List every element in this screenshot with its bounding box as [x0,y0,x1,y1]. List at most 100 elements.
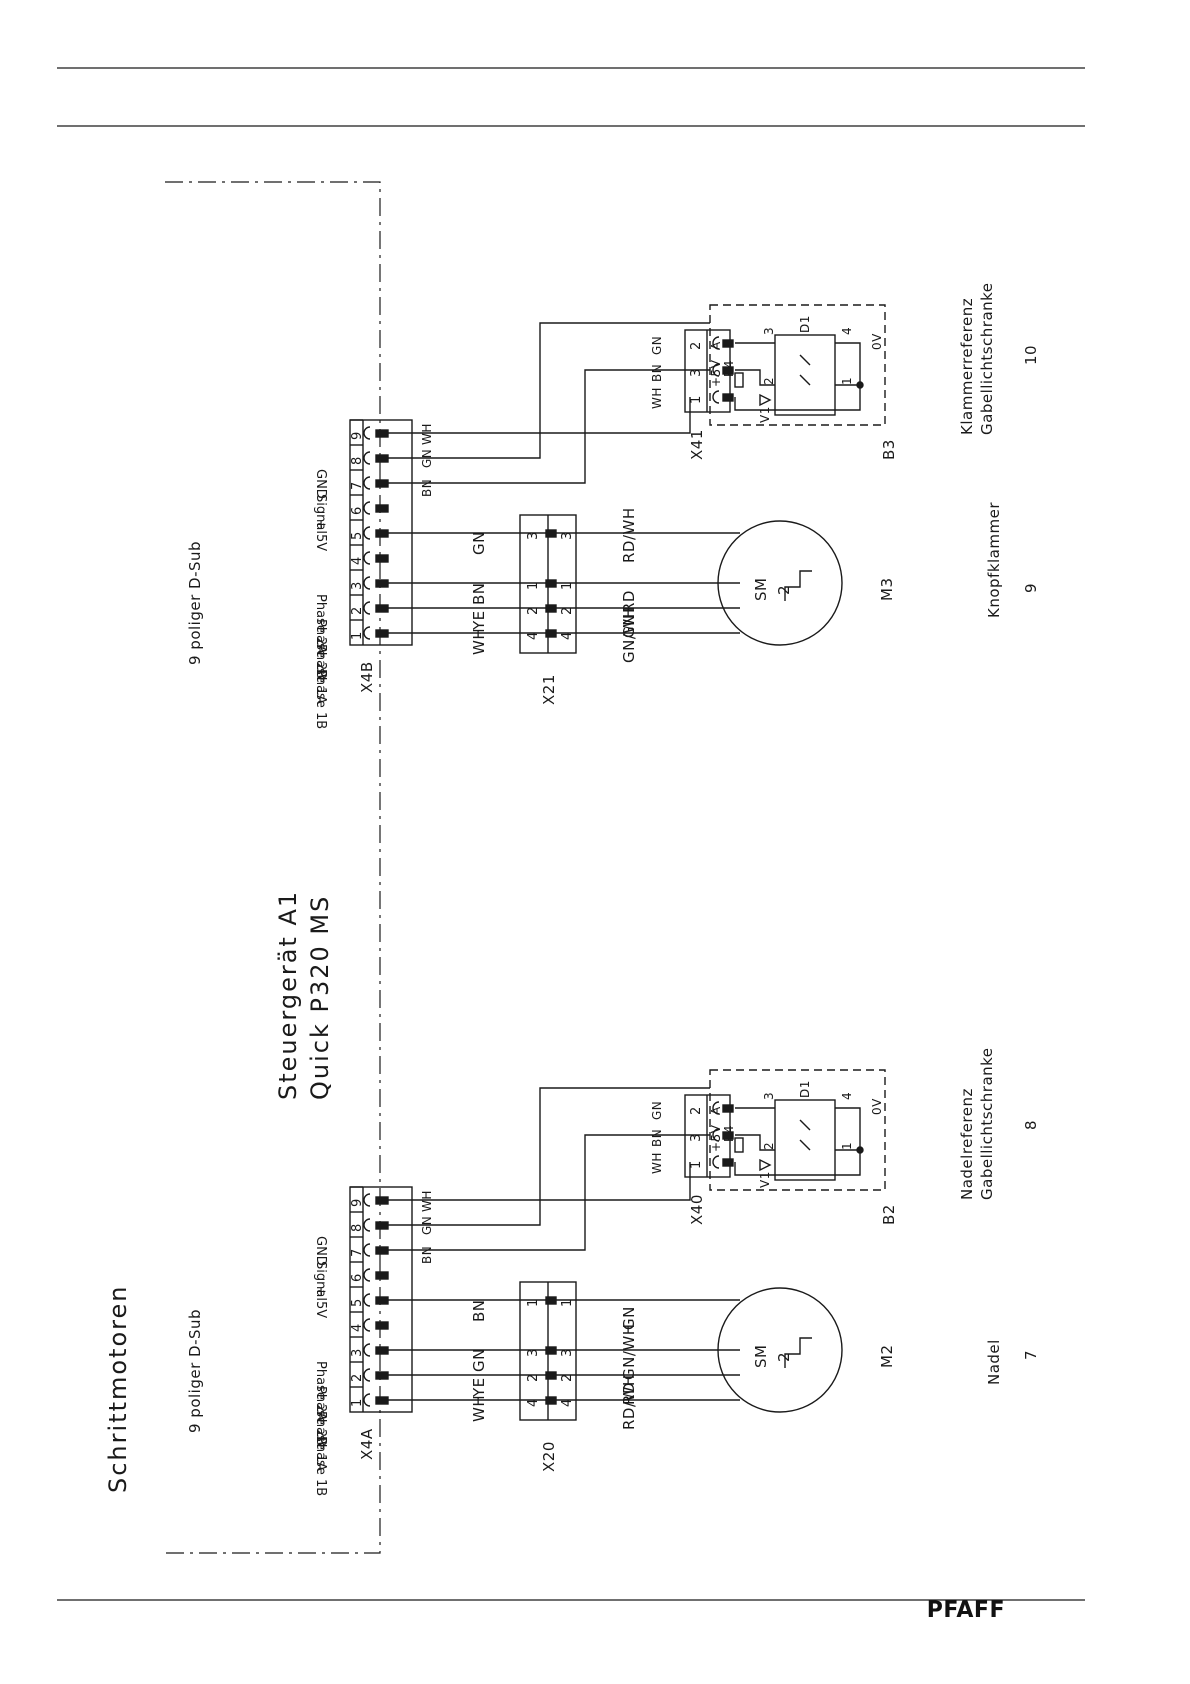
dsub-pin-number: 5 [350,531,365,540]
cable-wire-color: BN [420,478,434,497]
sensor-function-number: 8 [1022,1119,1040,1130]
sensor-plug-label: X41 [688,429,706,460]
sensor-wire-gnd [388,397,691,434]
opto-arrow [799,1119,811,1131]
dsub-pin-number: 2 [350,606,365,615]
dsub-pin-contact [375,629,389,638]
dsub-pin-contact [375,554,389,563]
resistor-r4 [734,1137,744,1153]
sensor-plug-contact [722,1158,734,1167]
brand-logo: PFAFF [926,1598,1005,1623]
sensor-wire-color: WH [650,387,664,409]
sensor-plug-socket [712,1101,720,1115]
dsub-label-a: 9 poliger D-Sub [186,1308,204,1433]
opto-line-0v [835,342,861,386]
motor-symbol-label: SM [752,1344,770,1368]
dsub-pin-number: 8 [350,456,365,465]
function-number: 9 [1022,582,1040,593]
motor-plug-pin-right: 4 [560,1398,575,1407]
coupler-pin-3: 3 [762,1091,776,1100]
motor-plug-pin: 4 [526,631,541,640]
sensor-plug-pin: 1 [689,395,704,404]
motor-plug-pin-right: 3 [560,1348,575,1357]
dsub-signal-label: Signal [313,1261,328,1301]
opto-arrow [799,374,811,386]
stepper-motor-circle [717,520,843,646]
dsub-socket [363,526,371,540]
motor-plug-pin: 1 [526,581,541,590]
function-name: Knopfklammer [985,502,1003,618]
sensor-plug-tag-5v: +5V [709,359,723,387]
cable-wire-color: BN [420,1245,434,1264]
opto-return [734,1150,861,1176]
diode-v1 [759,393,772,407]
coupler-label: D1 [798,1080,812,1098]
dsub-pin-contact [375,1371,389,1380]
motor-plug-pin: 2 [526,606,541,615]
motor-phase-label: 2 [775,584,793,595]
motor-plug-contact [545,1396,557,1405]
opto-line-5v [735,369,775,386]
wire-color-right: RD [620,1382,638,1405]
sensor-wire-color: WH [650,1152,664,1174]
dsub-pin-contact [375,1196,389,1205]
dsub-socket [363,626,371,640]
dsub-socket [363,1343,371,1357]
dsub-signal-label: Signal [313,494,328,534]
sensor-wire-color: GN [650,1100,664,1120]
dsub-pin-number: 9 [350,431,365,440]
controller-boundary [165,181,381,1554]
opto-arrow [799,1139,811,1151]
section-title: Schrittmotoren [104,1284,132,1493]
dsub-pin-number: 1 [350,631,365,640]
cable-wire-color: WH [420,1190,434,1212]
junction-dot [856,381,864,389]
dsub-pin-contact [375,604,389,613]
sensor-wire-color: GN [650,335,664,355]
sensor-wire-color: BN [650,1128,664,1147]
dsub-socket [363,501,371,515]
sensor-plug-socket [712,390,720,404]
sensor-plug-pin: 1 [689,1160,704,1169]
coupler-pin-1: 1 [840,1141,854,1150]
diode-label: V1 [758,406,772,423]
zero-volt-label: 0V [870,1098,884,1115]
dsub-signal-label: Phase 2A [313,1361,328,1422]
sensor-plug-tag-5v: +5V [709,1124,723,1152]
dsub-socket [363,576,371,590]
motor-plug-pin: 3 [526,1348,541,1357]
motor-plug-pin-right: 3 [560,531,575,540]
wire-color-left: GN [470,531,488,555]
coupler-pin-2: 2 [762,1141,776,1150]
zero-volt-label: 0V [870,333,884,350]
sensor-function-number: 10 [1022,344,1040,365]
wire-color-right: GN/WH [620,1323,638,1380]
wire-color-left: GN [470,1348,488,1372]
motor-plug-pin-right: 2 [560,1373,575,1382]
sensor-plug-pin: 3 [689,1133,704,1142]
dsub-label-b: 9 poliger D-Sub [186,540,204,665]
dsub-pin-contact [375,1221,389,1230]
dsub-socket [363,451,371,465]
wire-color-left: YE [470,610,488,630]
dsub-socket [363,1393,371,1407]
dsub-socket [363,1218,371,1232]
motor-phase-label: 2 [775,1351,793,1362]
motor-plug-pin: 2 [526,1373,541,1382]
coupler-pin-4: 4 [840,1091,854,1100]
sensor-function-line1: Nadelreferenz [958,1088,976,1200]
opto-line-0v [835,1107,861,1151]
dsub-socket [363,1193,371,1207]
function-name: Nadel [985,1339,1003,1385]
motor-label: M2 [878,1344,896,1369]
motor-plug-contact [545,629,557,638]
motor-plug-contact [545,529,557,538]
dsub-pin-contact [375,454,389,463]
function-number: 7 [1022,1349,1040,1360]
sensor-plug-tag-a: A [709,1106,723,1115]
dsub-pin-number: 3 [350,581,365,590]
dsub-pin-contact [375,1246,389,1255]
sensor-plug-contact [722,366,734,375]
wire-color-left: YE [470,1377,488,1397]
dsub-pin-number: 2 [350,1373,365,1382]
